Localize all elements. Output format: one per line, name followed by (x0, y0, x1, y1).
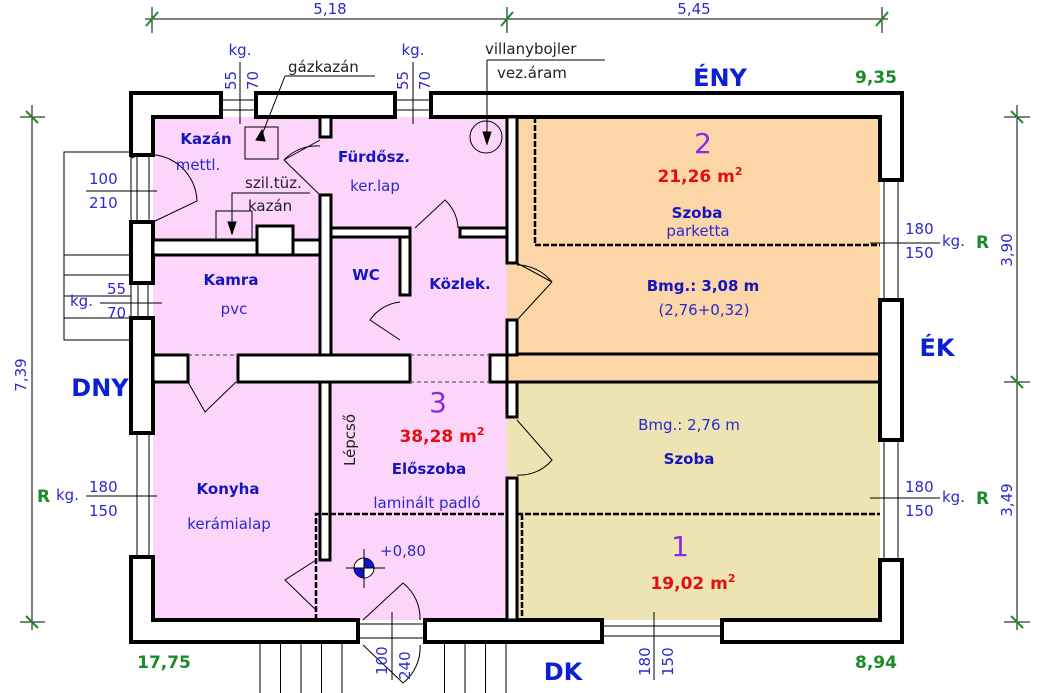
room-1-number: 1 (671, 530, 689, 563)
solid-fuel-boiler-symbol (215, 210, 253, 242)
room-3-name: Előszoba (392, 460, 467, 478)
win-kamra-w: 55 (107, 280, 126, 298)
dim-top-left: 5,18 (313, 0, 346, 18)
win-top2-w: 55 (394, 71, 412, 90)
direction-ek: ÉK (920, 333, 956, 362)
win-right-top-suffix: R (976, 233, 989, 253)
windows (136, 99, 899, 639)
solid-fuel-label: szil.tüz. (245, 174, 302, 192)
room-3-area: 38,28 m2 (399, 425, 484, 447)
win-kamra-h: 70 (107, 304, 126, 322)
door-swings (130, 139, 553, 684)
fixtures (215, 59, 605, 242)
win-right-bottom-w: 180 (905, 478, 934, 496)
direction-dk: DK (544, 658, 584, 686)
room-kazan-name: Kazán (180, 130, 231, 148)
dim-right-top: 3,90 (998, 233, 1016, 266)
door-left-h: 210 (89, 194, 118, 212)
win-konyha-w: 180 (89, 478, 118, 496)
win-right-top-h: 150 (905, 244, 934, 262)
annotations: gázkazán villanybojler vez.áram szil.tüz… (245, 40, 577, 466)
outside-stairs-bottom (259, 644, 507, 693)
room-3-area-value: 38,28 m (399, 427, 476, 447)
win-bottom-h: 150 (659, 647, 677, 676)
win-konyha-prefix: R (37, 487, 50, 507)
dimension-labels: 5,18 5,45 7,39 3,90 3,49 (12, 0, 1016, 517)
win-right-top-label: kg. (942, 232, 965, 250)
room-1-area-unit-sup: 2 (728, 572, 736, 585)
room-furdo-floor: ker.lap (350, 177, 400, 195)
room-kozlek-name: Közlek. (429, 275, 490, 293)
outside-stairs-left (63, 151, 132, 341)
inner-walls (151, 115, 880, 622)
direction-dny: DNY (71, 374, 129, 402)
room-2-fill (507, 117, 880, 382)
level-top-right: 9,35 (855, 68, 897, 88)
room-kamra-name: Kamra (204, 271, 259, 289)
win-top1-label: kg. (229, 41, 252, 59)
room-2-height: Bmg.: 3,08 m (647, 277, 760, 295)
room-1-area-value: 19,02 m (650, 574, 727, 594)
win-right-bottom-suffix: R (976, 489, 989, 509)
dashed-zone-lines (314, 117, 880, 620)
win-right-top-w: 180 (905, 220, 934, 238)
room-2-area: 21,26 m2 (657, 165, 742, 187)
room-labels: Kazán mettl. Fürdősz. ker.lap Kamra pvc … (176, 127, 760, 594)
level-bottom-left: 17,75 (137, 653, 191, 673)
stairs-label: Lépcső (341, 414, 359, 466)
win-right-bottom-h: 150 (905, 502, 934, 520)
orientation-labels: ÉNY ÉK DNY DK 9,35 17,75 8,94 +0,80 (71, 63, 956, 686)
level-marker-icon (346, 549, 385, 588)
room-2-area-value: 21,26 m (657, 167, 734, 187)
door-left-w: 100 (89, 170, 118, 188)
level-bottom-right: 8,94 (855, 653, 897, 673)
dim-left: 7,39 (12, 358, 30, 391)
room-2-area-unit-sup: 2 (735, 165, 743, 178)
room-3-floor: laminált padló (373, 494, 480, 512)
direction-eny: ÉNY (693, 63, 747, 92)
room-2-height-detail: (2,76+0,32) (658, 301, 749, 319)
win-konyha-label: kg. (56, 486, 79, 504)
win-top2-h: 70 (416, 71, 434, 90)
room-1-area: 19,02 m2 (650, 572, 735, 594)
room-2-floor: parketta (666, 222, 729, 240)
win-top1-w: 55 (222, 71, 240, 90)
outer-walls (129, 91, 904, 644)
door-entrance-h: 240 (396, 651, 414, 680)
room-3-area-unit-sup: 2 (477, 425, 485, 438)
opening-labels: kg. 55 70 kg. 55 70 100 210 kg. 55 70 R … (37, 41, 989, 680)
room-furdo-name: Fürdősz. (338, 148, 410, 166)
room-2-name: Szoba (672, 204, 723, 222)
room-1-name: Szoba (664, 450, 715, 468)
room-kazan-floor: mettl. (176, 156, 221, 174)
level-entrance: +0,80 (380, 542, 426, 560)
electric-boiler-sub: vez.áram (497, 64, 567, 82)
electric-boiler-label: villanybojler (485, 40, 577, 58)
room-konyha-name: Konyha (197, 480, 260, 498)
room-1-height: Bmg.: 2,76 m (638, 416, 740, 434)
room-2-number: 2 (694, 127, 712, 160)
electric-boiler-symbol (469, 120, 503, 154)
win-kamra-label: kg. (70, 292, 93, 310)
room-konyha-floor: kerámialap (187, 515, 271, 533)
win-top1-h: 70 (244, 71, 262, 90)
gas-boiler-symbol (244, 126, 279, 160)
room-3-number: 3 (429, 386, 447, 419)
solid-fuel-sub: kazán (248, 197, 292, 215)
win-bottom-w: 180 (636, 647, 654, 676)
dimension-lines (20, 7, 1030, 680)
dim-right-bottom: 3,49 (998, 483, 1016, 516)
room-wc-name: WC (352, 266, 380, 284)
gas-boiler-label: gázkazán (288, 58, 359, 76)
room-1-fill (507, 382, 880, 620)
door-entrance-w: 100 (373, 646, 391, 675)
win-konyha-h: 150 (89, 502, 118, 520)
room-kamra-floor: pvc (221, 300, 248, 318)
dim-top-right: 5,45 (677, 0, 710, 18)
win-right-bottom-label: kg. (942, 488, 965, 506)
win-top2-label: kg. (402, 41, 425, 59)
